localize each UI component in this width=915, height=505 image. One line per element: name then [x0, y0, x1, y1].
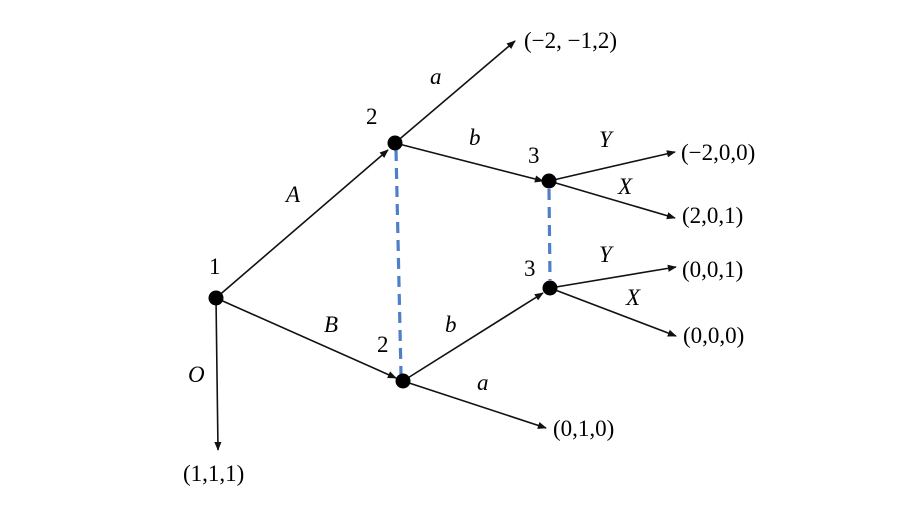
payoff-label-B-b-Y: (0,0,1) [682, 257, 743, 282]
player-label-lower-2: 2 [377, 332, 389, 357]
node-upper-player-3 [541, 173, 557, 189]
node-upper-player-2 [387, 135, 403, 151]
action-label-root-B: B [324, 312, 338, 337]
action-label-lower2-a: a [477, 370, 489, 395]
action-label-lower3-X: X [625, 285, 641, 310]
edge-lower2-a [402, 380, 547, 429]
payoff-label-O: (1,1,1) [183, 461, 244, 486]
edge-root-B [215, 297, 397, 379]
player-label-root: 1 [209, 254, 221, 279]
edge-upper3-Y [548, 150, 676, 182]
action-label-upper3-X: X [617, 174, 633, 199]
edge-root-A [215, 149, 389, 299]
payoff-label-A-b-X: (2,0,1) [682, 203, 743, 228]
edge-root-O [214, 297, 222, 451]
payoff-label-B-a: (0,1,0) [553, 416, 614, 441]
node-root [208, 290, 224, 306]
edge-lower3-Y [549, 264, 677, 289]
edge-lower2-b [402, 292, 544, 382]
action-label-upper2-a: a [430, 64, 442, 89]
payoff-label-B-b-X: (0,0,0) [683, 323, 744, 348]
edge-lower3-X [549, 287, 677, 337]
information-set-player-2 [394, 149, 403, 375]
action-label-root-A: A [284, 182, 301, 207]
node-lower-player-2 [395, 373, 411, 389]
edge-upper2-b [394, 142, 544, 183]
player-label-lower-3: 3 [524, 256, 536, 281]
action-label-root-O: O [188, 362, 205, 387]
action-label-lower2-b: b [445, 312, 457, 337]
action-label-lower3-Y: Y [599, 242, 614, 267]
payoff-label-A-b-Y: (−2,0,0) [681, 140, 755, 165]
information-set-player-3 [547, 188, 552, 281]
payoff-label-A-a: (−2, −1,2) [524, 28, 617, 53]
player-label-upper-3: 3 [528, 143, 540, 168]
action-label-upper2-b: b [469, 125, 481, 150]
player-label-upper-2: 2 [366, 104, 378, 129]
edge-upper2-a [394, 40, 516, 144]
node-lower-player-3 [542, 280, 558, 296]
action-label-upper3-Y: Y [599, 127, 614, 152]
edge-upper3-X [548, 180, 676, 220]
